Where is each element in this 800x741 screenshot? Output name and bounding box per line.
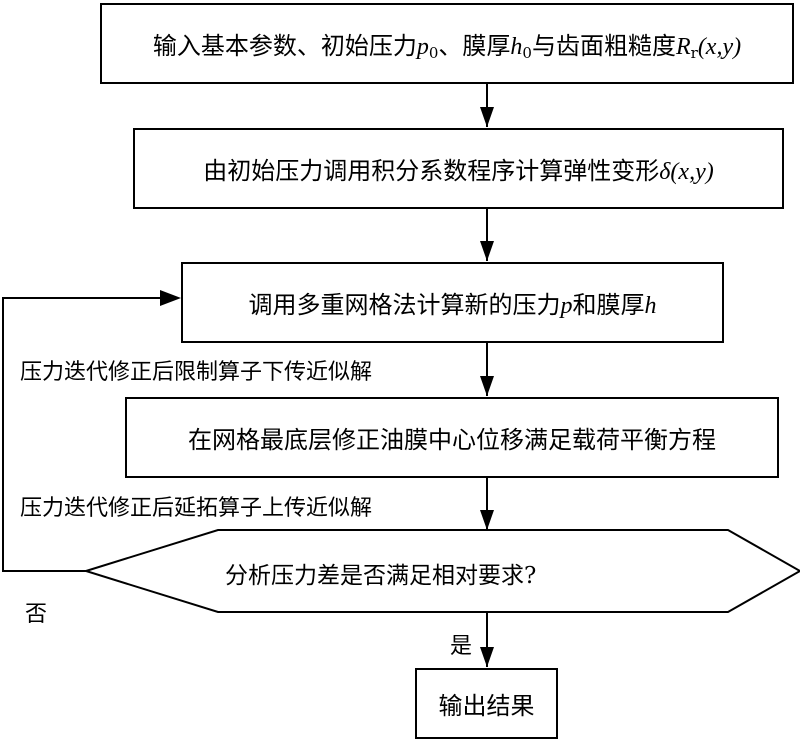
step-output-text: 输出结果 [438,692,535,720]
step-input-box: 输入基本参数、初始压力p0、膜厚h0与齿面粗糙度Rr(x,y) [100,3,794,84]
decision-hexagon [82,529,800,613]
step-elastic-text: 由初始压力调用积分系数程序计算弹性变形δ(x,y) [203,157,714,185]
decision-text: 分析压力差是否满足相对要求? [225,563,537,589]
step-bottom-text: 在网格最底层修正油膜中心位移满足载荷平衡方程 [188,426,716,454]
edge-label-prolong: 压力迭代修正后延拓算子上传近似解 [20,496,373,521]
step-multigrid-text: 调用多重网格法计算新的压力p和膜厚h [248,291,657,319]
step-multigrid-box: 调用多重网格法计算新的压力p和膜厚h [181,262,724,343]
edge-label-restrict: 压力迭代修正后限制算子下传近似解 [20,360,373,385]
decision-yes-label: 是 [450,634,473,659]
step-output-box: 输出结果 [415,668,558,739]
loop-back-line [2,297,160,572]
step-input-text: 输入基本参数、初始压力p0、膜厚h0与齿面粗糙度Rr(x,y) [152,31,742,62]
step-elastic-box: 由初始压力调用积分系数程序计算弹性变形δ(x,y) [133,128,784,209]
step-bottom-box: 在网格最底层修正油膜中心位移满足载荷平衡方程 [125,397,779,478]
decision-no-label: 否 [25,602,48,627]
